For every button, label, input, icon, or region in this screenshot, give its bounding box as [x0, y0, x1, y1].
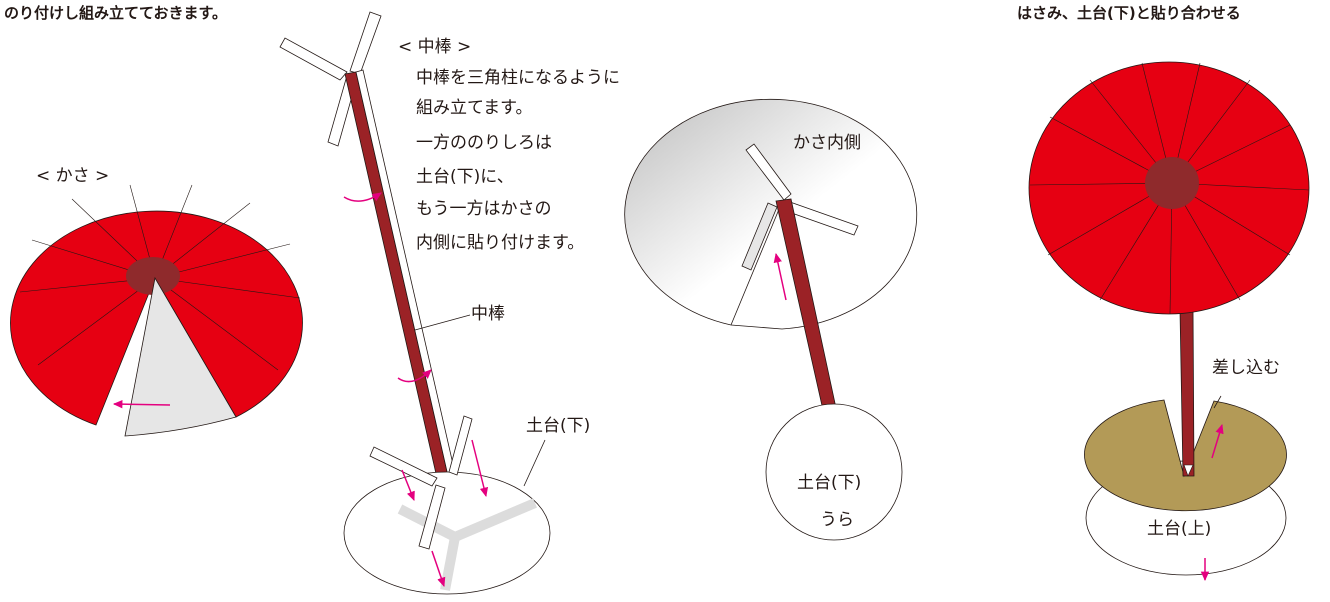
final-base-label: 土台(上): [1147, 519, 1211, 539]
inside-cut-line: [730, 201, 783, 326]
right-caption: はさみ、土台(下)と貼り合わせる: [1017, 4, 1241, 22]
stick-leader: [414, 314, 471, 331]
top-flap-right: [349, 11, 382, 75]
nakabou-assembly: 中棒 土台(下) < 中棒 > 中棒を三角柱になるように 組み立てます。 一方の…: [279, 11, 620, 595]
instruction-line-2: 組み立てます。: [416, 98, 532, 118]
kasa-glue-tab: [124, 276, 237, 437]
base-underside-label-2: うら: [820, 510, 854, 530]
base-underside-label-1: 土台(下): [797, 473, 861, 493]
final-assembly: 差し込む 土台(上): [1028, 61, 1310, 582]
final-base-upper: [1084, 399, 1287, 512]
press-arrow-right: [471, 439, 489, 498]
final-hub: [1145, 157, 1199, 209]
kasa-pattern: < かさ >: [10, 166, 303, 437]
bottom-flap-right: [448, 415, 473, 476]
press-arrow-left: [401, 469, 415, 501]
top-flap-left: [279, 37, 348, 81]
instruction-line-3: 一方ののりしろは: [416, 133, 552, 153]
base-underside: [765, 403, 903, 541]
rotate-arrow-top: [343, 192, 382, 202]
instruction-line-1: 中棒を三角柱になるように: [416, 68, 620, 88]
kasa-hub: [126, 257, 180, 295]
final-stick-tip: [1183, 464, 1194, 477]
press-arrow-down: [431, 550, 446, 587]
base-lower-label: 土台(下): [526, 416, 590, 436]
insert-leader: [1213, 395, 1222, 409]
inside-up-arrow: [773, 252, 787, 301]
insert-arrow: [1211, 423, 1224, 459]
stick-face-white: [355, 69, 456, 477]
instruction-line-4: 土台(下)に、: [416, 167, 514, 187]
umbrella-inside-view: かさ内側 土台(下) うら: [624, 98, 918, 541]
inside-flap-up: [745, 143, 792, 201]
nakabou-title: < 中棒 >: [398, 37, 471, 57]
instruction-line-6: 内側に貼り付けます。: [416, 233, 584, 253]
kasa-title: < かさ >: [36, 166, 109, 186]
instruction-line-5: もう一方はかさの: [416, 199, 552, 219]
final-stick: [1179, 309, 1195, 477]
bottom-flap-down: [418, 484, 446, 550]
stick-label: 中棒: [471, 304, 505, 324]
left-caption: のり付けし組み立てておきます。: [4, 4, 227, 22]
kasa-canopy: [10, 210, 303, 426]
kasa-fold-arrow: [112, 399, 171, 409]
insert-label: 差し込む: [1212, 358, 1280, 378]
inside-flap-down: [741, 202, 778, 271]
base-leader: [523, 439, 546, 487]
rotate-arrow-bottom: [397, 369, 432, 383]
bottom-flap-left: [369, 446, 438, 487]
inside-label: かさ内側: [793, 133, 861, 153]
